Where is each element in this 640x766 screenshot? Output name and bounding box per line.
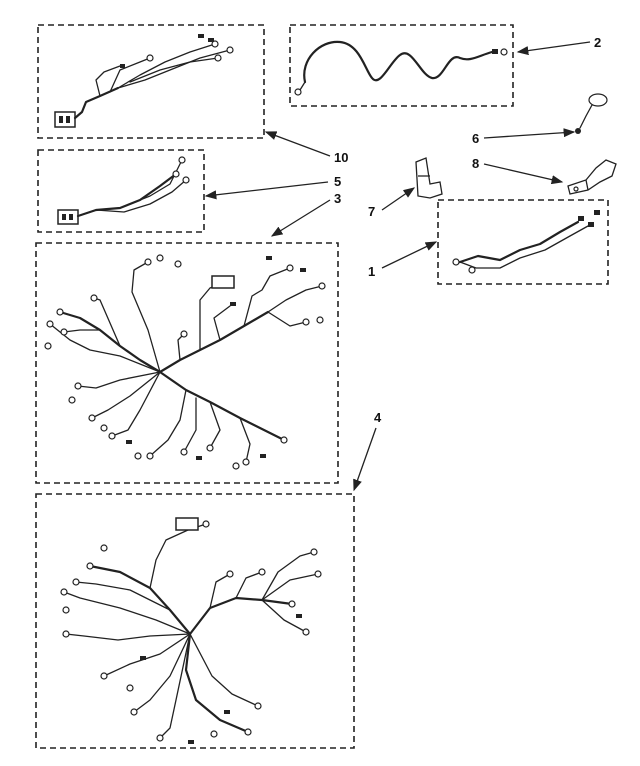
part-5-group <box>37 149 205 233</box>
leader-8 <box>483 163 564 185</box>
leader-10 <box>264 131 331 157</box>
callout-5: 5 <box>334 174 341 189</box>
part-2-group <box>289 24 514 107</box>
part-4-harness <box>60 517 322 744</box>
part-2-cord <box>303 40 494 84</box>
callout-4: 4 <box>374 410 382 425</box>
part-5-box <box>37 149 205 233</box>
part-8-bracket <box>567 159 617 195</box>
callout-6: 6 <box>472 131 479 146</box>
callout-10: 10 <box>334 150 348 165</box>
part-10-box <box>37 24 265 139</box>
part-6-lead <box>575 93 608 134</box>
callout-7: 7 <box>368 204 375 219</box>
part-10-harness <box>54 34 234 128</box>
part-10-group <box>37 24 265 139</box>
part-1-box <box>437 199 609 285</box>
leader-2 <box>516 41 591 56</box>
callout-8: 8 <box>472 156 479 171</box>
callout-labels: 2 6 8 10 5 3 7 1 4 <box>334 35 601 425</box>
leader-6 <box>483 128 576 139</box>
part-4-group <box>35 493 355 749</box>
leader-lines <box>204 41 591 492</box>
leader-3 <box>270 199 331 237</box>
callout-2: 2 <box>594 35 601 50</box>
part-4-box <box>35 493 355 749</box>
part-5-connector <box>57 209 79 225</box>
part-2-box <box>289 24 514 107</box>
leader-5 <box>204 181 329 200</box>
callout-1: 1 <box>368 264 375 279</box>
leader-4 <box>353 427 377 492</box>
part-10-connector <box>54 111 76 128</box>
part-3-harness <box>44 254 326 470</box>
part-3-group <box>35 242 339 484</box>
leader-7 <box>381 187 416 211</box>
leader-1 <box>381 241 438 269</box>
part-1-group <box>437 199 609 285</box>
callout-3: 3 <box>334 191 341 206</box>
part-3-box <box>35 242 339 484</box>
part-7-clip <box>415 157 443 199</box>
